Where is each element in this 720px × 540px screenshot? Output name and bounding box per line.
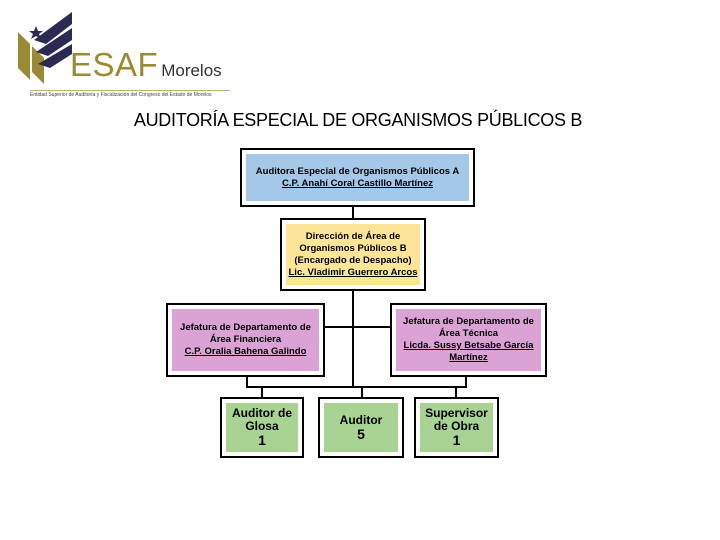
logo-subtitle: Entidad Superior de Auditoría y Fiscaliz…: [30, 92, 212, 98]
esaf-logo-mark: [14, 10, 76, 86]
node-role-line: de Obra: [433, 419, 480, 433]
node-person-name: Lic. Vladimir Guerrero Arcos: [288, 266, 418, 278]
connector-supervisor: [455, 386, 457, 398]
node-person-name: C.P. Anahí Coral Castillo Martínez: [282, 177, 433, 189]
node-count: 5: [357, 425, 365, 442]
connector-bottom-bar: [246, 386, 467, 388]
page-title: AUDITORÍA ESPECIAL DE ORGANISMOS PÚBLICO…: [133, 110, 583, 130]
connector-right-down: [465, 376, 467, 388]
connector-auditor: [361, 386, 363, 398]
connector-middle-vertical: [352, 290, 354, 328]
node-jefatura-tecnica: Jefatura de Departamento de Área Técnica…: [390, 303, 547, 377]
connector-top: [352, 206, 354, 219]
node-auditora-especial: Auditora Especial de Organismos Públicos…: [240, 148, 475, 207]
node-role-line: Organismos Públicos B: [299, 242, 407, 254]
connector-middle-horizontal: [318, 326, 391, 328]
node-role-line: Área Financiera: [209, 334, 282, 345]
connector-glosa: [261, 386, 263, 398]
node-role-line: Área Técnica: [438, 328, 499, 339]
node-person-name: C.P. Oralia Bahena Galindo: [184, 346, 307, 357]
node-role: Auditora Especial de Organismos Públicos…: [255, 165, 460, 177]
node-direccion: Dirección de Área de Organismos Públicos…: [280, 218, 426, 291]
node-role-line: Jefatura de Departamento de: [403, 316, 534, 327]
node-person-name: Licda. Sussy Betsabe García: [403, 340, 534, 351]
node-role-line: Auditor: [339, 412, 383, 427]
node-supervisor-obra: Supervisor de Obra 1: [414, 397, 499, 458]
node-person-name: Martínez: [449, 352, 488, 363]
connector-lower-vertical: [352, 328, 354, 388]
node-jefatura-financiera: Jefatura de Departamento de Área Financi…: [166, 303, 325, 377]
node-role-line: (Encargado de Despacho): [294, 254, 412, 266]
logo-state: Morelos: [161, 61, 222, 80]
logo-divider: [30, 90, 230, 91]
logo-acronym: ESAF: [70, 46, 159, 83]
node-role-line: Glosa: [245, 419, 279, 433]
node-count: 1: [452, 432, 461, 448]
connector-left-down: [246, 376, 248, 388]
node-role-line: Supervisor: [425, 406, 488, 420]
node-count: 1: [258, 432, 266, 448]
node-auditor: Auditor 5: [318, 397, 404, 458]
node-role-line: Dirección de Área de: [305, 230, 401, 242]
node-auditor-glosa: Auditor de Glosa 1: [220, 397, 304, 458]
node-role-line: Jefatura de Departamento de: [180, 322, 311, 333]
node-role-line: Auditor de: [232, 406, 292, 420]
